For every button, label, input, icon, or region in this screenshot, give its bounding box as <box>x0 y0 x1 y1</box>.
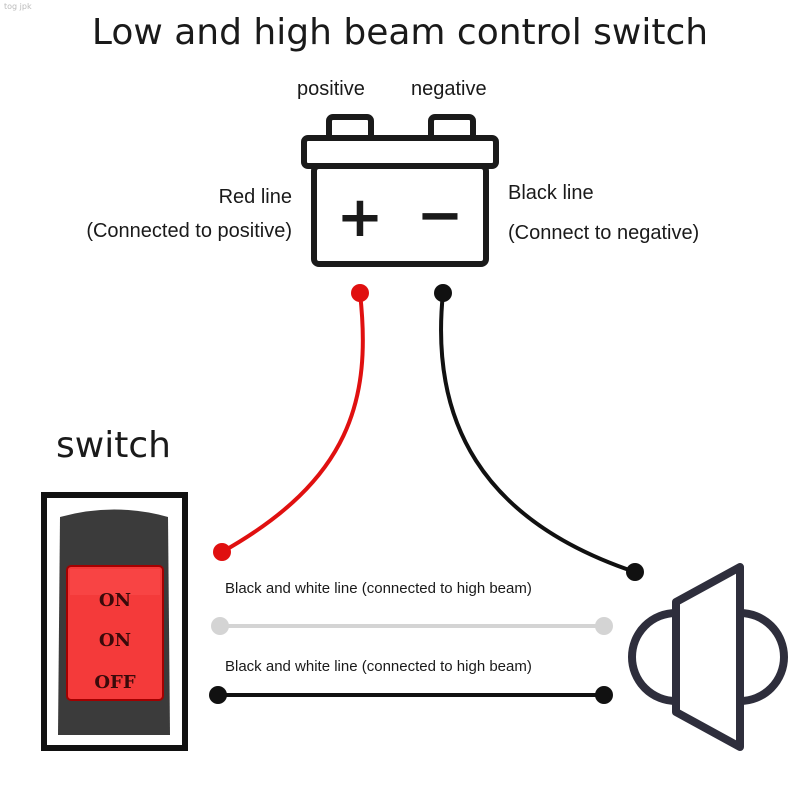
upper-high-beam-wire <box>211 617 613 635</box>
black-line-note: (Connect to negative) <box>508 222 700 244</box>
red-line-label: Red line <box>218 186 292 208</box>
lower-wire-terminal-headlight <box>595 686 613 704</box>
battery-icon: + − <box>301 114 499 267</box>
red-line-label-block: Red line (Connected to positive) <box>86 180 292 248</box>
lower-wire-label: Black and white line (connected to high … <box>225 658 532 675</box>
diagram-title: Low and high beam control switch <box>91 12 709 53</box>
black-wire-terminal-headlight <box>626 563 644 581</box>
positive-terminal-label: positive <box>297 78 365 100</box>
switch-position-2: ON <box>99 630 131 651</box>
red-line-note: (Connected to positive) <box>86 220 292 242</box>
battery-plus-symbol: + <box>337 185 384 250</box>
rocker-switch: ON ON OFF <box>41 492 188 751</box>
upper-wire-label: Black and white line (connected to high … <box>225 580 532 597</box>
lower-high-beam-wire <box>209 686 613 704</box>
black-line-label-block: Black line (Connect to negative) <box>508 176 699 250</box>
switch-position-1: ON <box>99 590 131 611</box>
switch-position-3: OFF <box>94 672 135 693</box>
lower-wire-terminal-switch <box>209 686 227 704</box>
negative-terminal-label: negative <box>411 78 487 100</box>
red-wire-terminal-switch <box>213 543 231 561</box>
black-line-label: Black line <box>508 182 594 204</box>
black-wire <box>434 284 644 581</box>
upper-wire-terminal-headlight <box>595 617 613 635</box>
battery-minus-symbol: − <box>417 183 464 248</box>
switch-title: switch <box>56 425 171 466</box>
black-wire-terminal-battery <box>434 284 452 302</box>
red-wire-terminal-battery <box>351 284 369 302</box>
watermark: tog jpk <box>4 2 32 11</box>
headlight-icon <box>628 563 788 751</box>
upper-wire-terminal-switch <box>211 617 229 635</box>
red-wire <box>213 284 369 561</box>
